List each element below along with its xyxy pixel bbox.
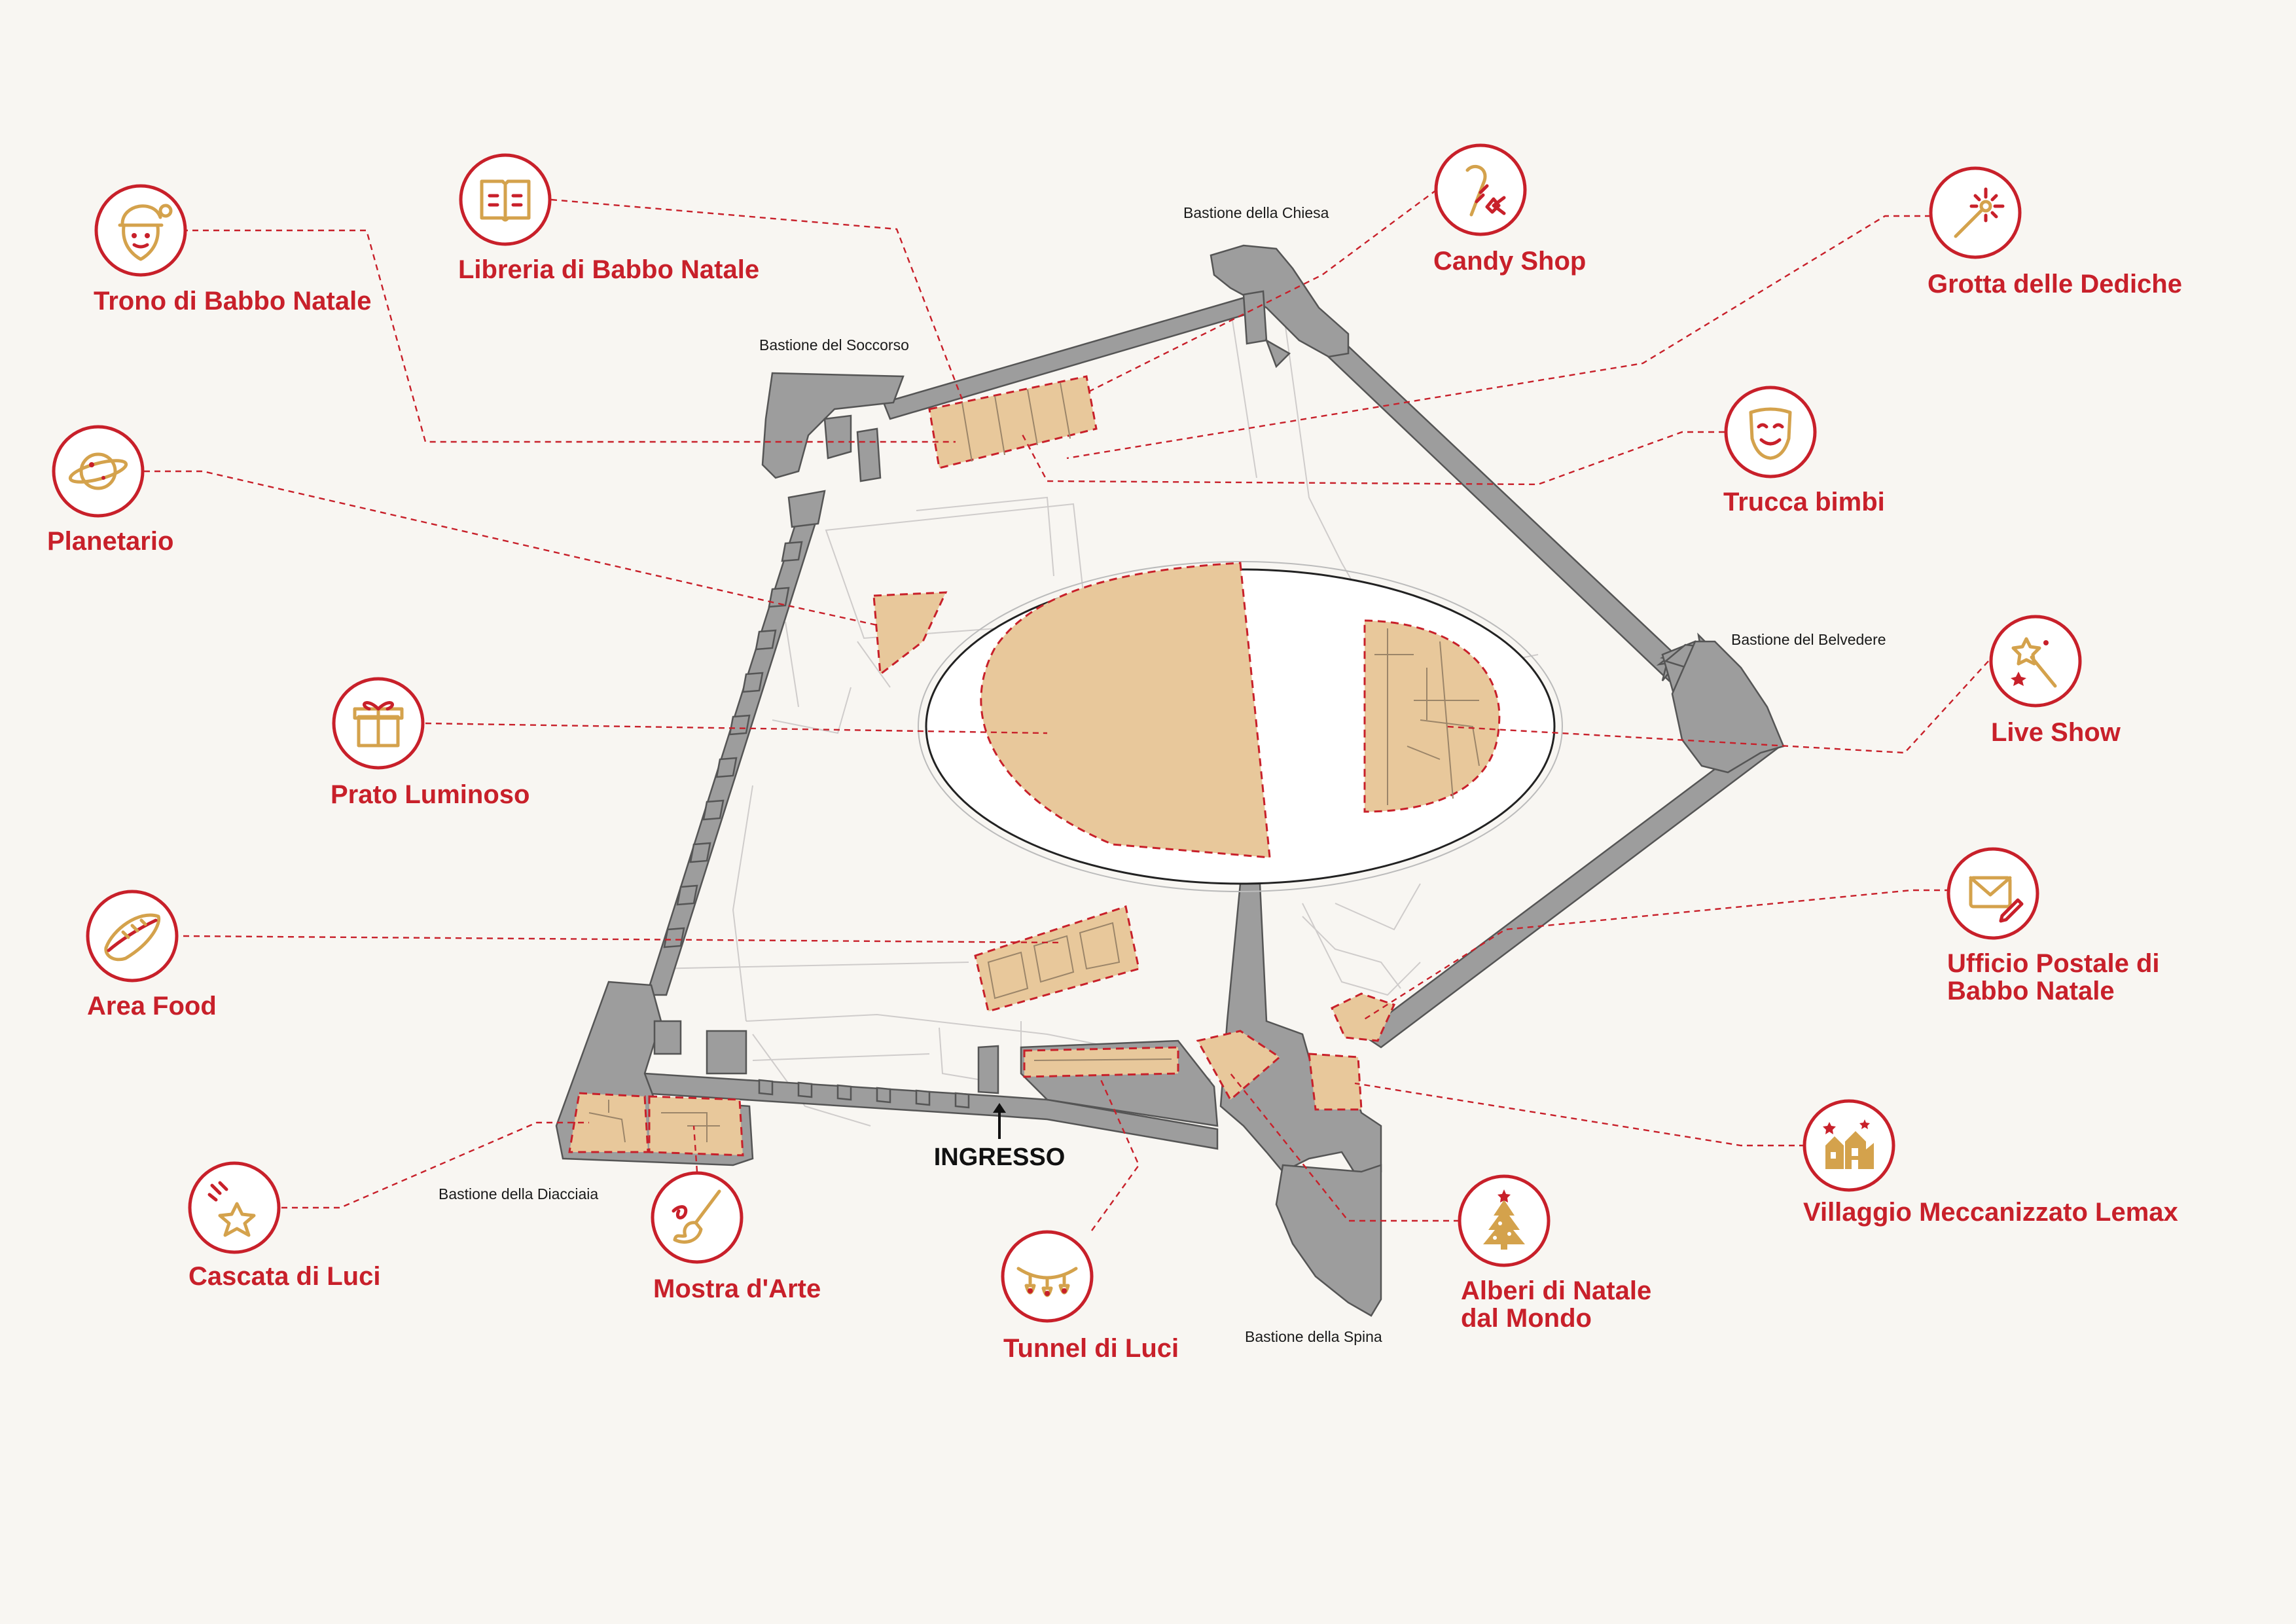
poi-tunnel[interactable] (1001, 1230, 1094, 1323)
falling-star-icon (207, 1181, 256, 1237)
label-mostra[interactable]: Mostra d'Arte (653, 1274, 821, 1303)
zone-villaggio-lemax[interactable] (1308, 1053, 1363, 1111)
live-show-stage-details (1374, 628, 1480, 805)
poi-live[interactable] (1989, 615, 2082, 708)
poi-cascata[interactable] (188, 1161, 281, 1254)
label-villaggio[interactable]: Villaggio Meccanizzato Lemax (1803, 1198, 2178, 1227)
poi-planetario[interactable] (52, 425, 145, 518)
label-food[interactable]: Area Food (87, 992, 217, 1020)
leader-planetario (144, 470, 878, 626)
leader-live (1446, 660, 1989, 754)
leader-grotta (1066, 215, 1931, 460)
west-wall-notches (663, 541, 803, 948)
label-live[interactable]: Live Show (1991, 718, 2121, 747)
poi-trono[interactable] (94, 184, 187, 277)
zone-live-show[interactable] (1363, 619, 1501, 813)
label-libreria[interactable]: Libreria di Babbo Natale (458, 255, 759, 284)
zone-area-food[interactable] (974, 905, 1140, 1013)
santa-icon (118, 204, 173, 261)
label-alberi-line1[interactable]: Alberi di Natale (1461, 1276, 1651, 1305)
leader-ufficio (1361, 889, 1950, 1022)
poi-labels: Trono di Babbo Natale Libreria di Babbo … (47, 247, 2182, 1363)
planet-icon (68, 452, 128, 490)
leader-villaggio (1354, 1082, 1805, 1147)
south-wall (640, 1072, 1219, 1150)
label-candy[interactable]: Candy Shop (1433, 247, 1586, 276)
face-mask-icon (1749, 407, 1792, 460)
book-icon (480, 179, 531, 222)
zone-prato-luminoso[interactable] (980, 562, 1271, 859)
poi-alberi[interactable] (1458, 1174, 1551, 1267)
zone-alberi-natale[interactable] (1196, 1030, 1282, 1102)
entrance-marker: INGRESSO (934, 1103, 1066, 1171)
christmas-tree-icon (1483, 1189, 1525, 1250)
bastion-label-spina: Bastione della Spina (1245, 1328, 1382, 1345)
zone-north-rooms[interactable] (928, 375, 1098, 469)
light-garland-icon (1016, 1267, 1078, 1297)
poi-candy[interactable] (1434, 143, 1527, 236)
bastion-label-belvedere: Bastione del Belvedere (1731, 631, 1886, 648)
zone-cascata-di-luci[interactable] (568, 1092, 649, 1153)
entrance-label: INGRESSO (934, 1144, 1066, 1171)
poi-prato[interactable] (332, 677, 425, 770)
bastion-soccorso (761, 372, 905, 479)
label-grotta[interactable]: Grotta delle Dediche (1928, 270, 2182, 298)
gift-icon (353, 701, 404, 748)
star-wand-icon (2011, 637, 2057, 688)
leader-libreria (550, 198, 963, 400)
poi-trucca[interactable] (1724, 386, 1817, 478)
label-planetario[interactable]: Planetario (47, 527, 173, 556)
label-ufficio-line2[interactable]: Babbo Natale (1947, 977, 2115, 1005)
leader-mostra (692, 1125, 698, 1172)
leader-alberi (1230, 1073, 1460, 1222)
leader-prato (425, 722, 1048, 734)
magic-wand-icon (1954, 187, 2005, 238)
leader-trono (182, 229, 956, 443)
leader-cascata (281, 1121, 589, 1209)
bastion-labels: Bastione del Soccorso Bastione della Chi… (439, 204, 1886, 1345)
poi-libreria[interactable] (459, 153, 552, 246)
poi-villaggio[interactable] (1803, 1099, 1895, 1192)
label-tunnel[interactable]: Tunnel di Luci (1003, 1334, 1179, 1363)
poi-grotta[interactable] (1929, 166, 2022, 259)
leader-food (183, 935, 1061, 944)
village-icon (1823, 1119, 1874, 1169)
zone-ufficio-postale[interactable] (1331, 992, 1396, 1042)
bastion-chiesa (1210, 244, 1350, 358)
label-trucca[interactable]: Trucca bimbi (1723, 488, 1885, 516)
poi-food[interactable] (86, 890, 179, 983)
label-prato[interactable]: Prato Luminoso (331, 780, 529, 809)
zone-mostra-arte[interactable] (648, 1095, 744, 1157)
zone-planetario[interactable] (872, 591, 948, 676)
label-trono[interactable]: Trono di Babbo Natale (94, 287, 371, 316)
label-alberi-line2[interactable]: dal Mondo (1461, 1304, 1592, 1333)
label-cascata[interactable]: Cascata di Luci (188, 1262, 380, 1291)
sandwich-icon (104, 913, 161, 962)
zone-tunnel-di-luci[interactable] (1023, 1046, 1179, 1078)
attraction-zones (568, 375, 1501, 1157)
letter-icon (1969, 876, 2024, 923)
leader-lines (144, 189, 1989, 1231)
poi-ufficio[interactable] (1946, 847, 2039, 940)
bastion-label-diacciaia: Bastione della Diacciaia (439, 1185, 598, 1202)
candy-cane-icon (1465, 165, 1506, 217)
bastion-label-chiesa: Bastione della Chiesa (1183, 204, 1329, 221)
poi-mostra[interactable] (651, 1171, 744, 1264)
leader-candy (1086, 189, 1437, 394)
paintbrush-icon (672, 1189, 721, 1244)
bastion-label-soccorso: Bastione del Soccorso (759, 336, 909, 353)
south-wall-notches (653, 1020, 999, 1109)
poi-icons (52, 143, 2082, 1323)
leader-trucca (1020, 431, 1725, 486)
fortress-walls (555, 244, 1785, 1317)
label-ufficio-line1[interactable]: Ufficio Postale di (1947, 949, 2160, 978)
